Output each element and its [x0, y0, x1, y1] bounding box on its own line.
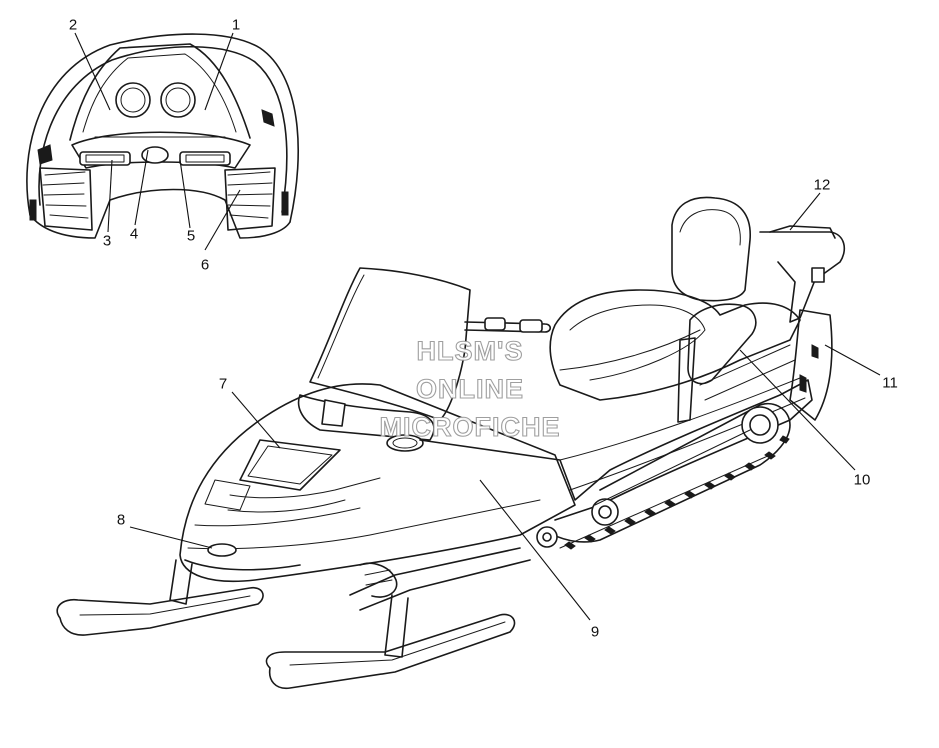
watermark-line-3: MICROFICHE: [379, 412, 561, 442]
callout-1: 1: [231, 16, 241, 34]
callout-9: 9: [590, 623, 600, 641]
callout-6: 6: [200, 256, 210, 274]
callout-4: 4: [129, 225, 139, 243]
dashboard-inset-illustration: [26, 33, 300, 239]
callout-5: 5: [186, 227, 196, 245]
callout-2: 2: [68, 16, 78, 34]
callout-7: 7: [218, 375, 228, 393]
callout-12: 12: [813, 176, 831, 194]
snowmobile-illustration: [56, 196, 846, 690]
callout-10: 10: [853, 471, 871, 489]
watermark-line-2: ONLINE: [415, 374, 525, 404]
watermark-line-1: HLSM'S: [416, 336, 524, 366]
callout-3: 3: [102, 232, 112, 250]
callout-8: 8: [116, 511, 126, 529]
callout-11: 11: [882, 374, 898, 392]
leader-lines: [74, 32, 881, 621]
